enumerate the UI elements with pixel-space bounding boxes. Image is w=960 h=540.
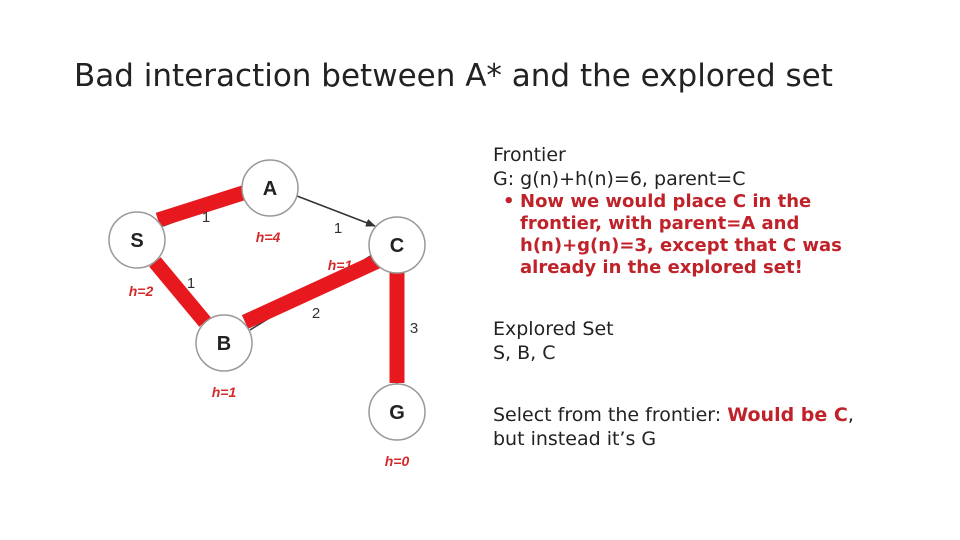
heuristic-s: h=2 (129, 283, 154, 299)
highlight-s-a (155, 184, 249, 228)
node-b: B (195, 314, 253, 372)
node-g-label: G (389, 402, 405, 424)
node-s-label: S (130, 230, 143, 252)
explanation-panel: Frontier G: g(n)+h(n)=6, parent=C • Now … (493, 143, 933, 451)
slide-title: Bad interaction between A* and the explo… (74, 58, 833, 94)
heuristic-a: h=4 (256, 229, 281, 245)
edge-a-c (296, 195, 376, 227)
select-statement: Select from the frontier: Would be C, (493, 403, 933, 427)
highlight-b-c (241, 253, 384, 329)
node-g: G (368, 383, 426, 441)
heuristic-g: h=0 (385, 453, 410, 469)
node-a-label: A (263, 178, 277, 200)
select-comma: , (847, 404, 854, 426)
edge-s-b-cost: 1 (187, 275, 195, 292)
explored-heading: Explored Set (493, 318, 614, 340)
explored-entries: S, B, C (493, 342, 556, 364)
node-b-label: B (217, 333, 231, 355)
frontier-heading: Frontier (493, 144, 566, 166)
node-c: C (368, 216, 426, 274)
edge-s-a-cost: 1 (202, 209, 210, 226)
edge-c-g-cost: 3 (410, 320, 418, 337)
highlight-s-b (149, 257, 211, 327)
select-suffix: but instead it’s G (493, 428, 657, 450)
frontier-entry: G: g(n)+h(n)=6, parent=C (493, 168, 746, 190)
node-s: S (108, 211, 166, 269)
edge-b-c-cost: 2 (312, 305, 320, 322)
frontier-note: • Now we would place C in the frontier, … (503, 191, 933, 279)
heuristic-c: h=1 (328, 257, 353, 273)
node-a: A (241, 159, 299, 217)
select-highlight: Would be C (727, 404, 848, 426)
node-c-label: C (390, 235, 404, 257)
frontier-note-text: Now we would place C in the frontier, wi… (520, 191, 842, 278)
edge-a-c-cost: 1 (334, 220, 342, 237)
heuristic-b: h=1 (212, 384, 237, 400)
select-prefix: Select from the frontier: (493, 404, 728, 426)
bullet-symbol: • (503, 191, 515, 212)
